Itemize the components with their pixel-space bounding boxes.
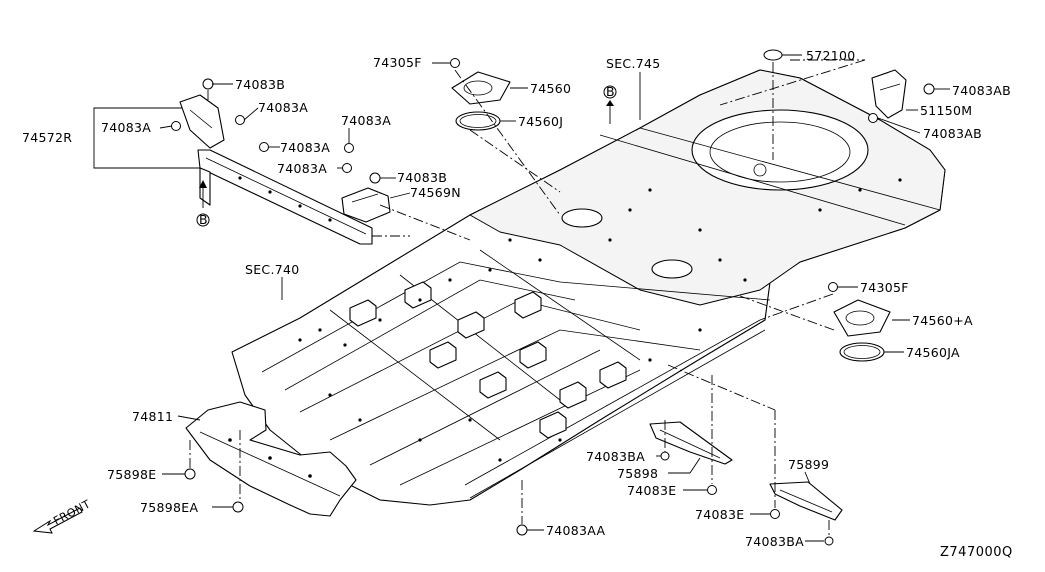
label-74083A-mid: 74083A — [280, 140, 330, 155]
bolts — [171, 49, 935, 546]
label-74083A-mid2: 74083A — [341, 113, 391, 128]
view-marker-b-left: B — [199, 212, 208, 227]
plug-74560A — [833, 299, 891, 362]
label-74083E-right: 74083E — [695, 507, 744, 522]
label-74560JA: 74560JA — [906, 345, 960, 360]
label-74083AB-low: 74083AB — [923, 126, 982, 141]
label-sec-740: SEC.740 — [245, 262, 300, 277]
front-arrow: FRONT — [32, 497, 93, 534]
bracket-51150M — [871, 69, 907, 119]
sidecover-75899 — [769, 481, 843, 521]
label-74560A: 74560+A — [912, 313, 973, 328]
label-74560J: 74560J — [518, 114, 563, 129]
part-labels: 74083B 74083A 74572R 74083A 74083A 74083… — [22, 48, 1013, 560]
label-74305F-top: 74305F — [373, 55, 422, 70]
label-74083BA-mid: 74083BA — [586, 449, 645, 464]
label-74083AB-top: 74083AB — [952, 83, 1011, 98]
label-572100: 572100 — [806, 48, 856, 63]
view-arrow-center — [603, 85, 617, 124]
label-75899: 75899 — [788, 457, 829, 472]
diagram-code: Z747000Q — [940, 545, 1013, 560]
view-arrow-left — [196, 180, 210, 227]
label-74083E-mid: 74083E — [627, 483, 676, 498]
label-75898EA: 75898EA — [140, 500, 198, 515]
label-74811: 74811 — [132, 409, 173, 424]
label-74083A-low: 74083A — [277, 161, 327, 176]
crossmember-74572R — [179, 94, 373, 245]
label-75898: 75898 — [617, 466, 658, 481]
label-74305F-right: 74305F — [860, 280, 909, 295]
label-74083BA-right: 74083BA — [745, 534, 804, 549]
front-label: FRONT — [51, 497, 92, 527]
view-marker-b-center: B — [606, 84, 615, 99]
label-sec-745: SEC.745 — [606, 56, 661, 71]
label-74572R: 74572R — [22, 130, 72, 145]
sidecover-75898 — [649, 421, 733, 465]
floor-pan — [231, 69, 946, 506]
assembly-lines — [189, 59, 866, 537]
label-74083B-top: 74083B — [235, 77, 285, 92]
leader-lines — [93, 54, 950, 542]
label-74569N: 74569N — [410, 185, 461, 200]
label-74083A-left: 74083A — [101, 120, 151, 135]
label-74083AA: 74083AA — [546, 523, 605, 538]
bracket-74569N — [341, 187, 391, 223]
label-74083B-mid: 74083B — [397, 170, 447, 185]
label-51150M: 51150M — [920, 103, 972, 118]
label-74083A-top: 74083A — [258, 100, 308, 115]
label-74560: 74560 — [530, 81, 571, 96]
undercover-74811 — [185, 401, 357, 517]
label-75898E: 75898E — [107, 467, 156, 482]
